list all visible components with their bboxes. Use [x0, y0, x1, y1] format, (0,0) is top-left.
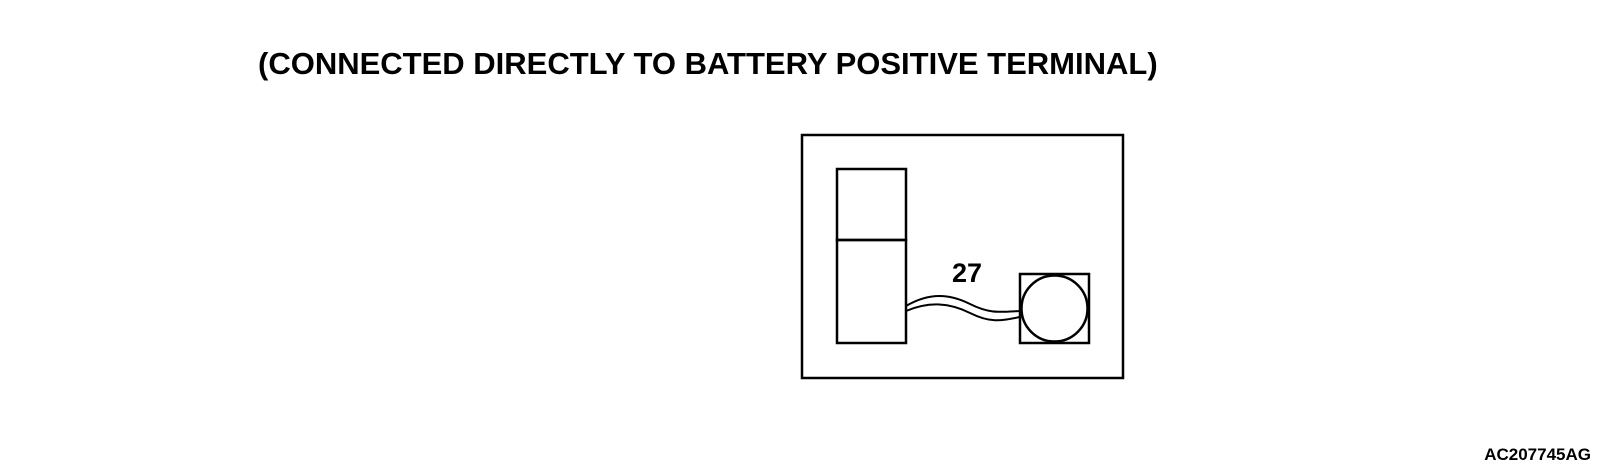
wire-harness-lower	[905, 303, 1021, 322]
wire-label: 27	[952, 258, 982, 288]
figure-id: AC207745AG	[1484, 445, 1591, 464]
terminal-ring	[1020, 274, 1089, 343]
outer-frame	[800, 133, 1125, 380]
wire-harness-upper	[905, 295, 1021, 313]
diagram-title: (CONNECTED DIRECTLY TO BATTERY POSITIVE …	[258, 46, 1158, 81]
battery-block-lower	[835, 238, 908, 345]
battery-block-upper	[835, 167, 908, 242]
terminal-housing	[1018, 272, 1091, 345]
